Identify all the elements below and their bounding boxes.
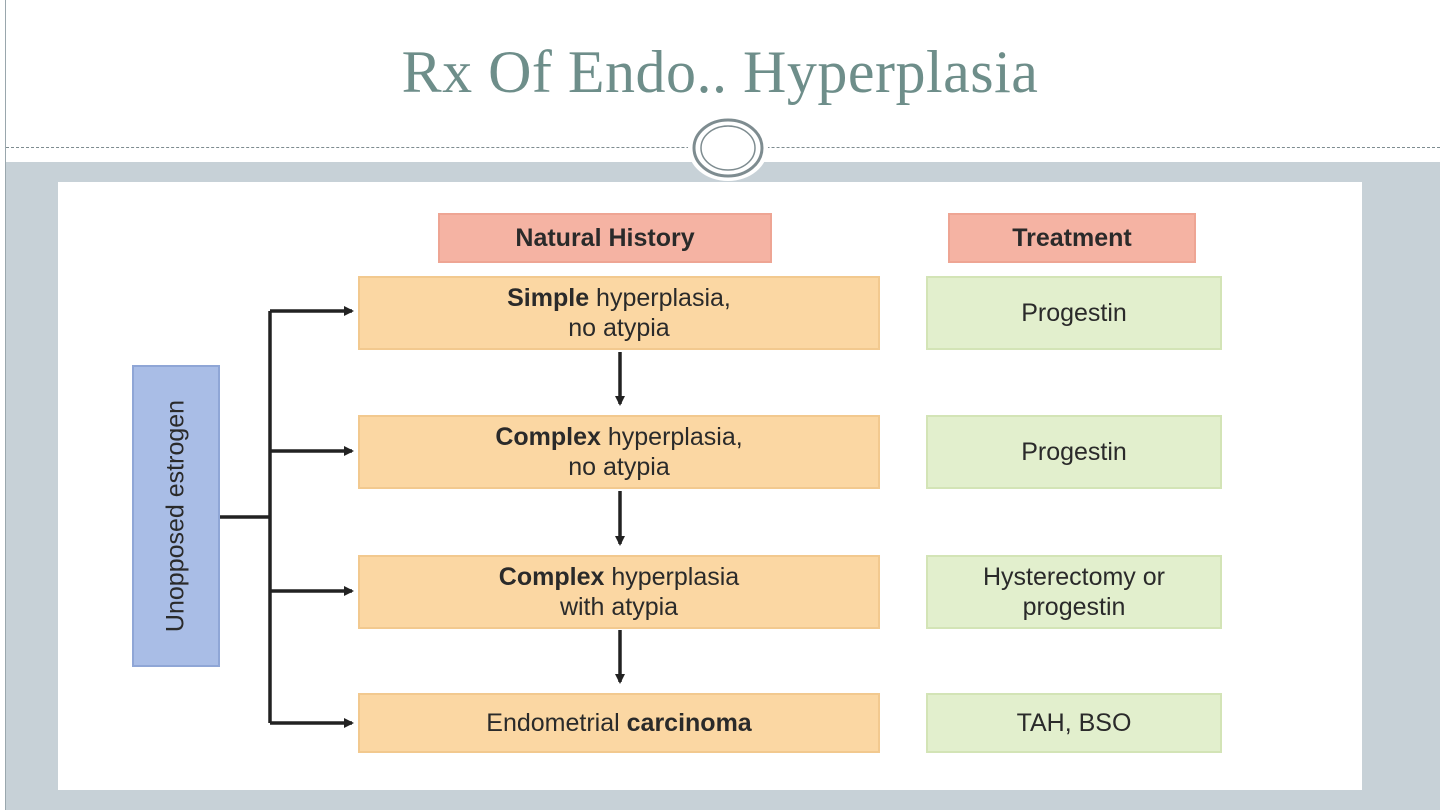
stage-simple-hyperplasia: Simple hyperplasia, no atypia: [358, 276, 880, 350]
circle-ornament-icon: [688, 115, 768, 181]
stage-complex-hyperplasia: Complex hyperplasia, no atypia: [358, 415, 880, 489]
treatment-complex: Progestin: [926, 415, 1222, 489]
natural-history-header: Natural History: [438, 213, 772, 263]
unopposed-estrogen-label: Unopposed estrogen: [161, 399, 190, 633]
diagram-figure: Unopposed estrogen Natural History Treat…: [58, 182, 1362, 790]
treatment-atypia: Hysterectomy or progestin: [926, 555, 1222, 629]
treatment-simple: Progestin: [926, 276, 1222, 350]
treatment-carcinoma: TAH, BSO: [926, 693, 1222, 753]
stage-endometrial-carcinoma: Endometrial carcinoma: [358, 693, 880, 753]
treatment-header: Treatment: [948, 213, 1196, 263]
stage-complex-atypia: Complex hyperplasia with atypia: [358, 555, 880, 629]
connector-arrows: [220, 306, 625, 728]
slide-left-border: [0, 0, 6, 810]
unopposed-estrogen-box: Unopposed estrogen: [132, 365, 220, 667]
slide-title: Rx Of Endo.. Hyperplasia: [401, 39, 1039, 105]
